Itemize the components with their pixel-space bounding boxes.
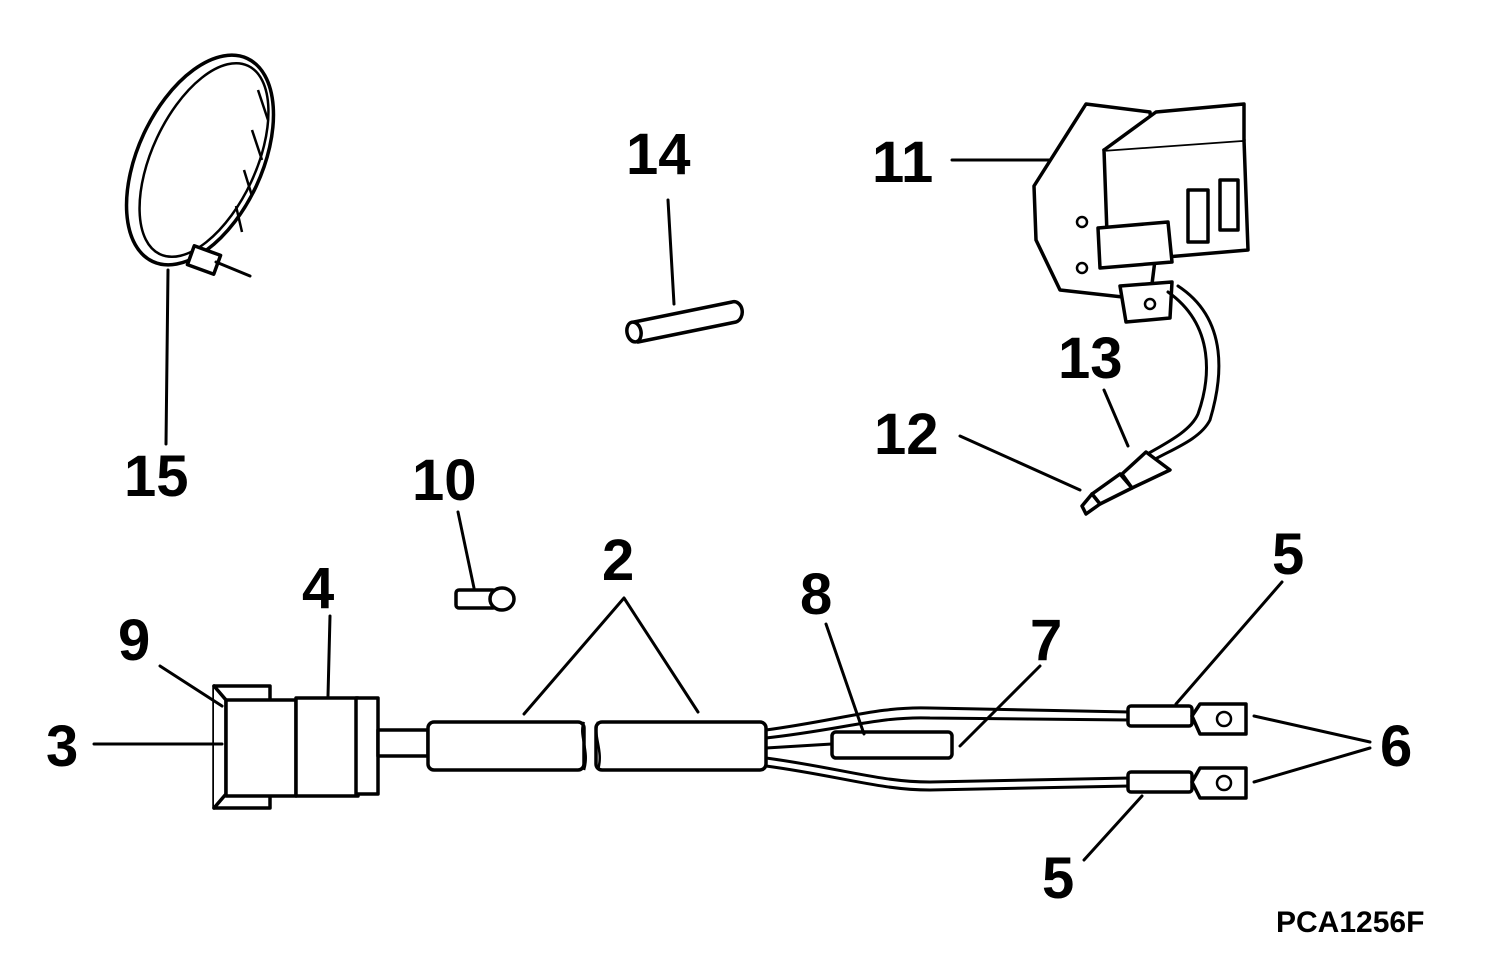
callout-11: 11 <box>872 130 933 195</box>
module-part <box>1032 102 1250 516</box>
callout-8: 8 <box>800 562 832 627</box>
callout-2: 2 <box>602 528 634 593</box>
figure-code: PCA1256F <box>1276 906 1424 939</box>
callout-7: 7 <box>1030 608 1062 673</box>
callout-6: 6 <box>1380 714 1412 779</box>
callout-5-top: 5 <box>1272 522 1304 587</box>
callout-3: 3 <box>46 714 78 779</box>
callout-15: 15 <box>124 444 189 509</box>
callout-10: 10 <box>412 448 477 513</box>
wire-harness-part <box>212 684 1248 810</box>
screw-part <box>454 586 516 612</box>
cable-tie-part <box>124 53 276 278</box>
callout-14: 14 <box>626 122 691 187</box>
callout-4: 4 <box>302 556 334 621</box>
pin-part <box>625 299 744 344</box>
callout-5-bottom: 5 <box>1042 846 1074 911</box>
callout-12: 12 <box>874 402 939 467</box>
leader-lines <box>92 158 1372 862</box>
callout-9: 9 <box>118 608 150 673</box>
callout-13: 13 <box>1058 326 1123 391</box>
